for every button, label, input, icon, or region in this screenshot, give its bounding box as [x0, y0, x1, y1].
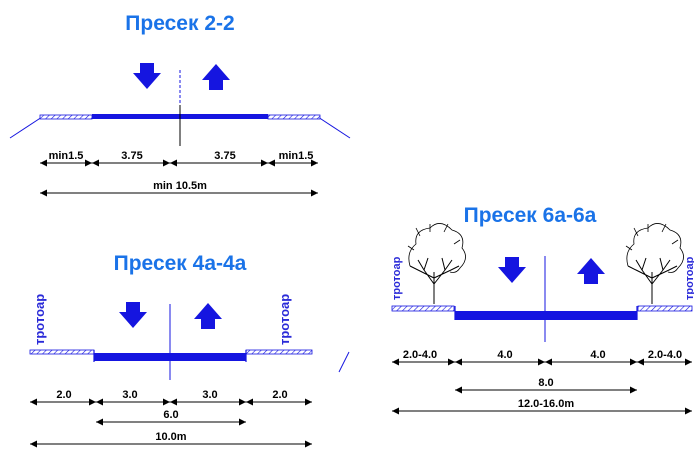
sidewalk-label-left: тротоар	[32, 294, 47, 345]
dim-total-label: 12.0-16.0m	[518, 398, 574, 410]
dim-label: 3.75	[121, 150, 142, 162]
down-arrow-icon	[133, 63, 161, 89]
section-2-2: Пресек 2-2 min1.5 3.75 3.75 min1.5 mi	[9, 12, 351, 197]
dim-label: 2.0-4.0	[648, 349, 682, 361]
sidewalk-label-left: тротоар	[391, 256, 403, 300]
dim-label: 2.0	[272, 389, 287, 401]
section-title: Пресек 4а-4а	[114, 252, 247, 275]
tree-icon	[407, 223, 466, 304]
up-arrow-icon	[202, 64, 230, 90]
section-title: Пресек 6а-6а	[464, 204, 597, 227]
up-arrow-icon	[194, 303, 222, 329]
section-6a-6a: Пресек 6а-6а тротоар тротоар	[391, 204, 694, 415]
sidewalk-right	[245, 349, 313, 355]
slope-left	[9, 116, 43, 139]
section-4a-4a: Пресек 4а-4а тротоар тротоар 2.0 3.0 3.0…	[29, 252, 350, 448]
dim-label: 3.75	[214, 150, 235, 162]
down-arrow-icon	[498, 257, 526, 283]
tree-icon	[625, 223, 684, 304]
dim-label: 2.0-4.0	[403, 349, 437, 361]
dim-total-label: 10.0m	[155, 431, 186, 443]
roadway	[94, 353, 246, 361]
shoulder-right	[267, 114, 321, 120]
dim-label: 4.0	[590, 349, 605, 361]
shoulder-left	[39, 114, 93, 120]
dim-label: min1.5	[49, 150, 84, 162]
slope-right	[317, 116, 351, 139]
dimension-row: 8.0	[455, 377, 637, 394]
dim-label: 3.0	[122, 389, 137, 401]
sidewalk-label-right: тротоар	[277, 294, 292, 345]
dimension-row: 12.0-16.0m	[392, 398, 692, 415]
down-arrow-icon	[119, 302, 147, 328]
up-arrow-icon	[577, 258, 605, 284]
sidewalk-left	[391, 305, 455, 312]
dimension-row: 2.0-4.0 4.0 4.0 2.0-4.0	[392, 349, 692, 366]
slope-right	[338, 351, 350, 373]
dim-label: 6.0	[163, 409, 178, 421]
sidewalk-right	[637, 305, 693, 312]
dimension-row: 2.0 3.0 3.0 2.0	[30, 389, 312, 406]
dim-label: 8.0	[538, 377, 553, 389]
dim-total-label: min 10.5m	[153, 180, 207, 192]
dim-label: 4.0	[497, 349, 512, 361]
dimension-row: 6.0	[96, 409, 246, 426]
dim-label: min1.5	[279, 150, 314, 162]
dimension-row: min 10.5m	[40, 180, 318, 197]
dim-label: 2.0	[56, 389, 71, 401]
roadway	[455, 311, 637, 320]
dimension-row: min1.5 3.75 3.75 min1.5	[40, 150, 318, 167]
sidewalk-left	[29, 349, 95, 355]
section-title: Пресек 2-2	[125, 12, 234, 35]
dim-label: 3.0	[202, 389, 217, 401]
sidewalk-label-right: тротоар	[684, 256, 694, 300]
dimension-row: 10.0m	[30, 431, 312, 448]
